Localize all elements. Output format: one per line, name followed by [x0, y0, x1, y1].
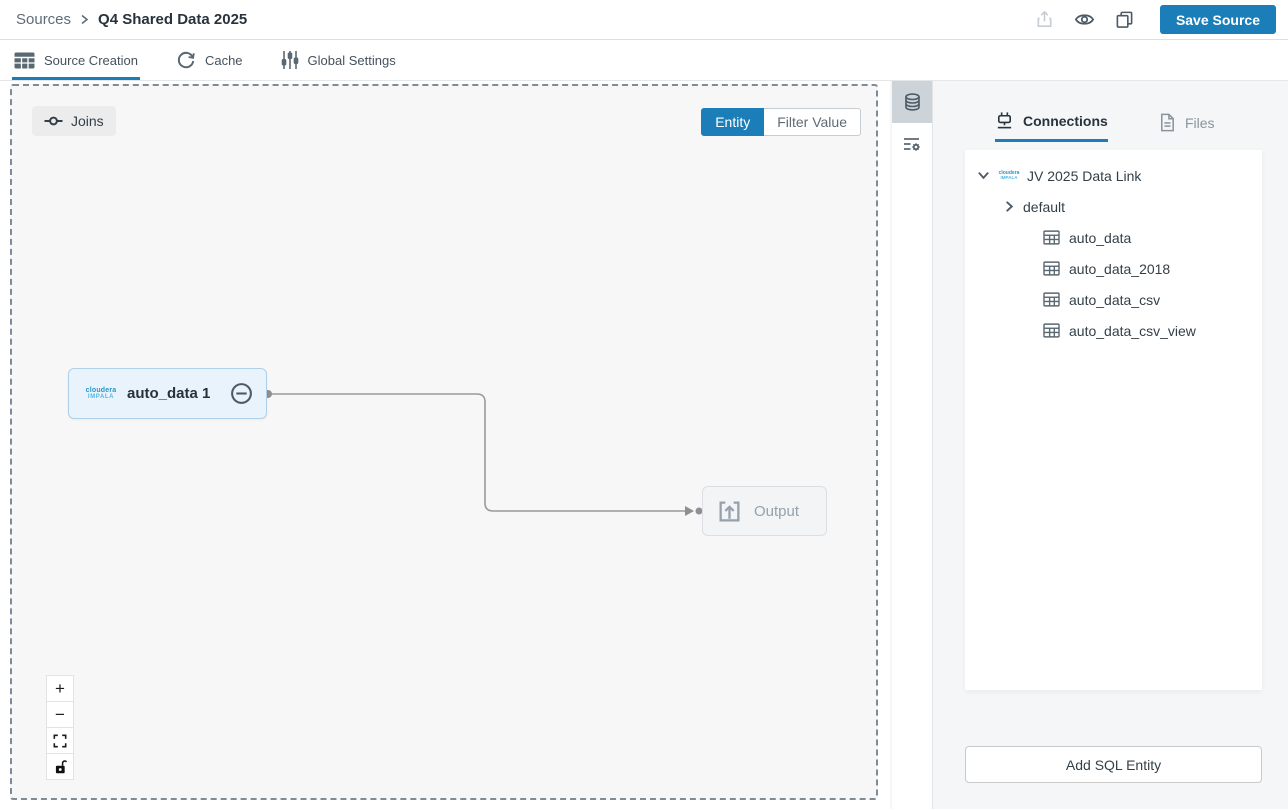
table-grid-icon	[1043, 230, 1060, 245]
tab-cache[interactable]: Cache	[174, 40, 245, 80]
refresh-icon	[176, 50, 196, 70]
tab-source-creation[interactable]: Source Creation	[12, 40, 140, 80]
lock-layout-button[interactable]	[46, 753, 74, 780]
tab-label: Global Settings	[307, 52, 396, 68]
minus-icon: −	[55, 704, 65, 724]
page-title: Q4 Shared Data 2025	[98, 11, 248, 28]
plus-icon: +	[55, 678, 65, 698]
entity-toggle-button[interactable]: Entity	[701, 108, 765, 136]
table-grid-icon	[1043, 261, 1060, 276]
share-icon	[1035, 10, 1054, 29]
chevron-right-icon	[1001, 200, 1017, 213]
tab-connections-label: Connections	[1023, 112, 1108, 129]
breadcrumb-chevron-icon	[79, 14, 90, 25]
preview-button[interactable]	[1072, 7, 1098, 33]
table-name: auto_data	[1069, 229, 1132, 246]
connections-panel: Connections Files cloudera	[933, 81, 1288, 809]
joins-label: Joins	[71, 113, 104, 129]
entity-node-auto-data-1[interactable]: cloudera IMPALA auto_data 1	[68, 368, 267, 419]
zoom-controls: + −	[46, 675, 74, 780]
tab-files-label: Files	[1185, 114, 1215, 131]
side-tool-strip	[892, 81, 933, 809]
joins-button[interactable]: Joins	[32, 106, 116, 136]
table-name: auto_data_2018	[1069, 260, 1171, 277]
zoom-out-button[interactable]: −	[46, 701, 74, 728]
zoom-in-button[interactable]: +	[46, 675, 74, 702]
duplicate-button[interactable]	[1112, 7, 1138, 33]
tree-item-table[interactable]: auto_data_2018	[965, 253, 1262, 284]
right-panel-region: Connections Files cloudera	[890, 81, 1288, 809]
database-icon	[902, 92, 923, 113]
table-name: auto_data_csv_view	[1069, 322, 1196, 339]
plug-icon	[995, 111, 1014, 130]
file-icon	[1158, 113, 1176, 132]
list-settings-icon	[902, 134, 922, 154]
output-icon	[717, 499, 742, 524]
minus-circle-icon	[229, 381, 254, 406]
tree-item-connection[interactable]: cloudera IMPALA JV 2025 Data Link	[965, 160, 1262, 191]
tab-label: Cache	[204, 52, 243, 68]
canvas-wrap: Joins Entity Filter Value cloudera IMPAL…	[0, 81, 890, 809]
impala-logo: cloudera IMPALA	[998, 169, 1020, 180]
add-sql-entity-button[interactable]: Add SQL Entity	[965, 746, 1262, 783]
join-icon	[44, 114, 63, 128]
connections-tree: cloudera IMPALA JV 2025 Data Link defaul…	[965, 150, 1262, 690]
tree-item-database[interactable]: default	[965, 191, 1262, 222]
source-canvas[interactable]: Joins Entity Filter Value cloudera IMPAL…	[10, 84, 878, 800]
sliders-icon	[281, 50, 299, 70]
tab-connections[interactable]: Connections	[995, 111, 1108, 142]
table-icon	[14, 52, 35, 69]
tree-item-table[interactable]: auto_data_csv	[965, 284, 1262, 315]
impala-logo: cloudera IMPALA	[85, 386, 117, 401]
table-name: auto_data_csv	[1069, 291, 1161, 308]
table-grid-icon	[1043, 323, 1060, 338]
unlock-icon	[53, 759, 68, 775]
copy-icon	[1115, 10, 1134, 29]
tree-item-table[interactable]: auto_data_csv_view	[965, 315, 1262, 346]
fit-to-screen-button[interactable]	[46, 727, 74, 754]
data-sources-strip-button[interactable]	[892, 81, 932, 123]
main-area: Joins Entity Filter Value cloudera IMPAL…	[0, 81, 1288, 809]
header: Sources Q4 Shared Data 2025	[0, 0, 1288, 40]
tree-item-table[interactable]: auto_data	[965, 222, 1262, 253]
breadcrumb: Sources Q4 Shared Data 2025	[16, 11, 247, 28]
filter-value-toggle-button[interactable]: Filter Value	[764, 108, 861, 136]
eye-icon	[1074, 9, 1095, 30]
source-settings-strip-button[interactable]	[892, 123, 932, 165]
remove-entity-button[interactable]	[228, 381, 254, 407]
save-source-button[interactable]: Save Source	[1159, 5, 1276, 34]
tab-label: Source Creation	[44, 52, 138, 68]
output-node-label: Output	[754, 502, 800, 520]
node-type-toggle: Entity Filter Value	[701, 108, 861, 136]
chevron-down-icon	[975, 169, 991, 182]
entity-node-label: auto_data 1	[127, 385, 211, 402]
tab-global-settings[interactable]: Global Settings	[279, 40, 398, 80]
fullscreen-icon	[53, 734, 67, 748]
header-actions: Save Source	[1032, 5, 1276, 34]
connection-name: JV 2025 Data Link	[1027, 167, 1142, 184]
table-grid-icon	[1043, 292, 1060, 307]
database-name: default	[1023, 198, 1066, 215]
output-node[interactable]: Output	[702, 486, 827, 536]
tab-files[interactable]: Files	[1158, 113, 1215, 132]
connection-line	[264, 390, 703, 516]
share-button[interactable]	[1032, 7, 1058, 33]
toolbar-tabs: Source Creation Cache Global Settings	[0, 40, 1288, 81]
breadcrumb-sources-link[interactable]: Sources	[16, 11, 72, 28]
